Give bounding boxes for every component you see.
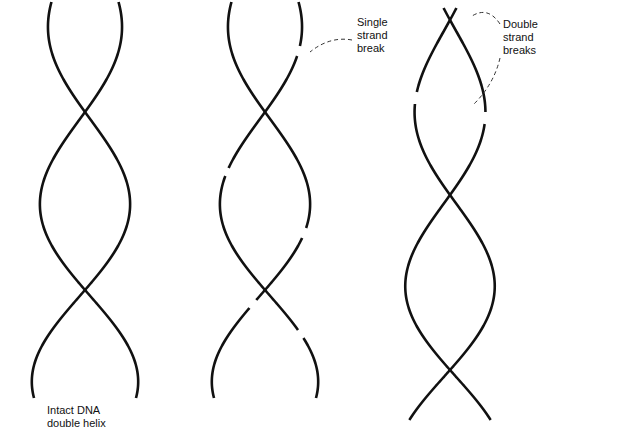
callout-label: Double strand breaks <box>503 18 563 57</box>
dna-strand <box>228 2 310 228</box>
callout-label: Intact DNA double helix <box>47 404 127 430</box>
dna-strand <box>40 2 138 398</box>
dna-strand <box>212 308 250 398</box>
dna-strand <box>256 238 302 300</box>
dna-strand <box>405 124 490 420</box>
callout-label: Single strand break <box>357 16 417 55</box>
leader-line <box>310 39 352 52</box>
dna-strand <box>299 2 302 46</box>
dna-strand <box>303 338 318 398</box>
leader-line <box>474 58 500 104</box>
dna-strand <box>229 56 297 168</box>
dna-strand <box>444 8 486 112</box>
leader-line <box>472 12 500 24</box>
dna-strand <box>220 176 298 330</box>
